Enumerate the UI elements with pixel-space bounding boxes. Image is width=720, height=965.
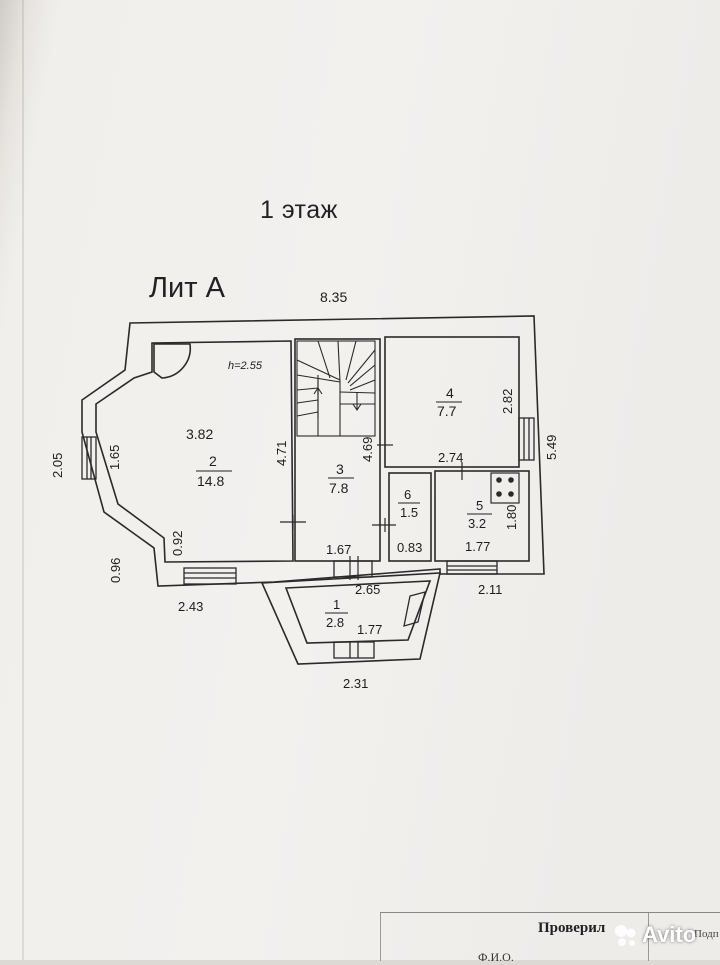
floor-title: 1 этаж	[260, 196, 338, 224]
room-5-label: 5 3.2	[467, 498, 492, 531]
corner-stove	[153, 343, 192, 379]
room-4-area: 7.7	[437, 403, 457, 419]
building-label: Лит А	[149, 272, 225, 304]
dim-bottom-left: 2.43	[178, 599, 203, 614]
room-6-outline	[388, 472, 432, 562]
dim-stair-height: 4.69	[360, 437, 375, 462]
avito-watermark-text: Avito	[642, 922, 697, 947]
sign-label: Подп	[694, 928, 719, 940]
dim-room4-height: 2.82	[500, 389, 515, 414]
dim-porch-bottom: 2.31	[343, 676, 368, 691]
stair-steps	[296, 340, 376, 437]
room-4-outline	[384, 336, 520, 468]
dim-room5-top: 2.74	[438, 450, 463, 465]
room-2-outline	[95, 340, 294, 563]
stamp-divider	[648, 913, 649, 961]
door-marks	[280, 444, 463, 580]
room-1-label: 1 2.8	[325, 597, 348, 630]
room-5-area: 3.2	[468, 516, 486, 531]
room-3-label: 3 7.8	[328, 461, 354, 496]
dim-stair-bottom: 1.67	[326, 542, 351, 557]
stamp-divider	[380, 913, 381, 961]
porch-outer	[260, 572, 442, 665]
fio-label: Ф.И.О.	[478, 950, 514, 964]
dim-room5-side: 1.80	[504, 505, 519, 530]
room-2-number: 2	[209, 453, 217, 469]
dim-porch-top: 2.65	[355, 582, 380, 597]
room-5-number: 5	[476, 498, 483, 513]
page-fold-shadow	[22, 0, 24, 960]
room-4-number: 4	[446, 385, 454, 401]
dim-bay-corner: 0.92	[170, 531, 185, 556]
dim-porch-bottom-inner: 1.77	[357, 622, 382, 637]
room-1-outline	[284, 580, 432, 644]
dim-left-lower: 0.96	[108, 558, 123, 583]
room-6-label: 6 1.5	[398, 487, 420, 520]
ceiling-height: h=2.55	[228, 360, 263, 372]
checked-label: Проверил	[538, 920, 606, 936]
room-6-area: 1.5	[400, 505, 418, 520]
stamp-table	[380, 912, 720, 961]
dim-bottom-right: 2.11	[478, 582, 502, 597]
dim-room2-height: 4.71	[274, 441, 289, 466]
dim-room5-bottom: 1.77	[465, 539, 490, 554]
kitchen-stove	[490, 472, 520, 504]
room-3-number: 3	[336, 461, 344, 477]
room-4-label: 4 7.7	[436, 385, 462, 419]
room-2-area: 14.8	[197, 473, 224, 489]
dim-top-width: 8.35	[320, 289, 347, 305]
room-3-area: 7.8	[329, 480, 349, 496]
dim-room2-side: 1.65	[107, 445, 122, 470]
dim-room2-width: 3.82	[186, 426, 213, 442]
dim-left-total: 2.05	[50, 453, 65, 478]
avito-watermark: Avito	[612, 920, 712, 950]
dim-right-total: 5.49	[544, 435, 559, 460]
room-6-number: 6	[404, 487, 411, 502]
dim-room6-bottom: 0.83	[397, 540, 422, 555]
avito-logo-icon	[615, 925, 636, 946]
windows	[81, 417, 535, 659]
room-1-number: 1	[333, 597, 340, 612]
outer-wall	[81, 315, 545, 587]
room-2-label: 2 14.8	[196, 453, 232, 489]
room-1-area: 2.8	[326, 615, 344, 630]
